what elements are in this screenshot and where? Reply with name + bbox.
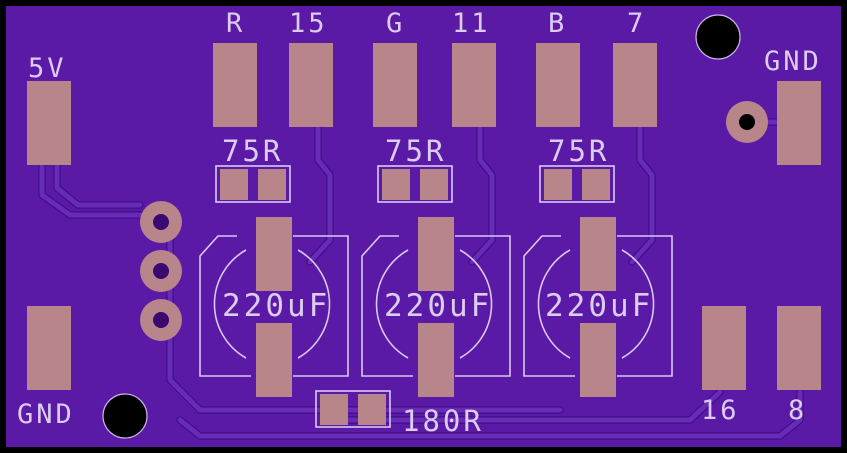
label-pin-7: 7: [627, 8, 647, 39]
pad-8: [777, 306, 821, 390]
mounting-hole-top-right: [695, 14, 741, 60]
pad-g: [373, 43, 417, 127]
label-cap-green: 220uF: [384, 288, 493, 324]
label-res-green: 75R: [385, 134, 447, 168]
label-pin-15: 15: [289, 8, 328, 39]
label-cap-red: 220uF: [222, 288, 331, 324]
pad-5v: [27, 81, 71, 165]
label-pin-5v: 5V: [28, 53, 67, 84]
label-pin-g: G: [386, 8, 406, 39]
pad-b: [536, 43, 580, 127]
pad-15: [289, 43, 333, 127]
pad-gnd-right: [777, 81, 821, 165]
resistor-sync: [315, 390, 391, 428]
label-pin-gnd-right: GND: [764, 46, 822, 77]
pad-7: [613, 43, 657, 127]
mounting-hole-bottom-left: [102, 393, 148, 439]
pad-r: [213, 43, 257, 127]
label-cap-blue: 220uF: [545, 288, 654, 324]
label-res-blue: 75R: [548, 134, 610, 168]
label-res-red: 75R: [222, 134, 284, 168]
label-res-sync: 180R: [402, 404, 484, 438]
label-pin-r: R: [226, 8, 246, 39]
label-pin-8: 8: [788, 395, 808, 426]
resistor-red: [215, 165, 291, 203]
label-pin-11: 11: [452, 8, 491, 39]
resistor-blue: [539, 165, 615, 203]
capacitor-green: [361, 217, 511, 397]
capacitor-red: [199, 217, 349, 397]
label-pin-b: B: [548, 8, 568, 39]
pad-16: [702, 306, 746, 390]
label-pin-16: 16: [701, 395, 740, 426]
header-pins: [140, 201, 182, 341]
resistor-green: [377, 165, 453, 203]
capacitor-blue: [523, 217, 673, 397]
via-pin-right: [726, 101, 768, 143]
pad-gnd-left: [27, 306, 71, 390]
label-pin-gnd-left: GND: [17, 399, 75, 430]
pad-11: [452, 43, 496, 127]
